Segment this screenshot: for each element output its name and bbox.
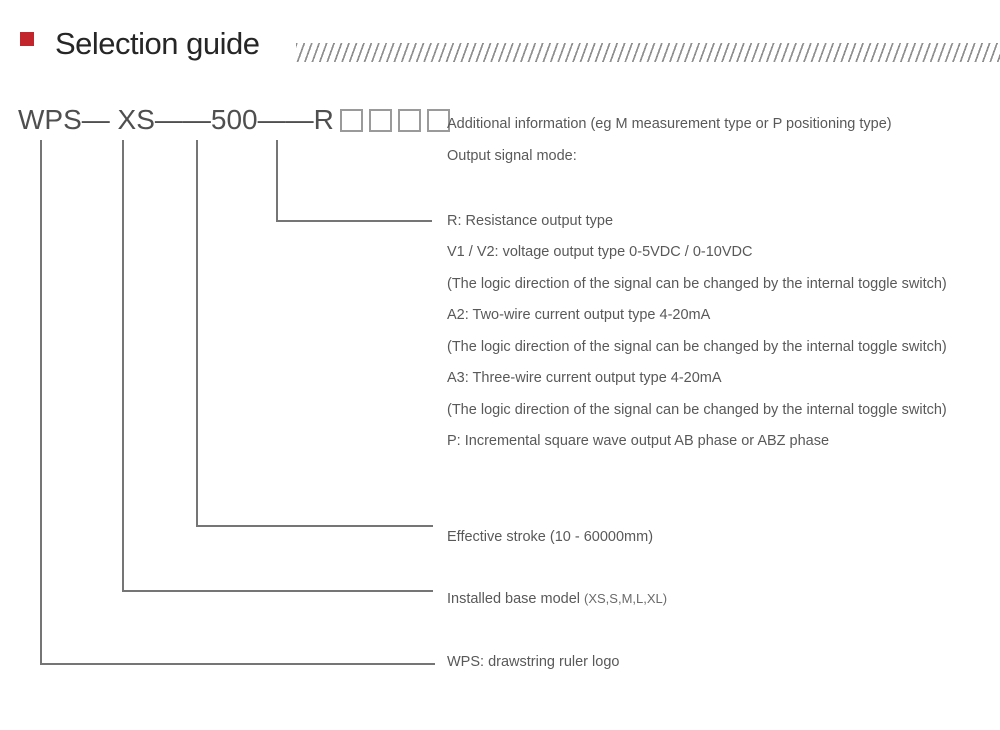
connector-base-model-horizontal (122, 590, 433, 592)
annotation-a2-note: (The logic direction of the signal can b… (447, 339, 947, 355)
annotation-r-mode: R: Resistance output type (447, 213, 614, 229)
annotation-a3-mode: A3: Three-wire current output type 4-20m… (447, 370, 722, 386)
connector-base-model-vertical (122, 140, 124, 592)
model-code-placeholder-square (397, 108, 421, 132)
hatch-slash-pattern (296, 43, 1000, 62)
connector-stroke-horizontal (196, 525, 433, 527)
connector-stroke-vertical (196, 140, 198, 527)
annotation-v-mode: V1 / V2: voltage output type 0-5VDC / 0-… (447, 244, 753, 260)
annotation-wps-logo: WPS: drawstring ruler logo (447, 654, 620, 670)
connector-output-vertical (276, 140, 278, 222)
annotation-additional-info: Additional information (eg M measurement… (447, 116, 892, 132)
connector-wps-vertical (40, 140, 42, 665)
annotation-output-signal-mode: Output signal mode: (447, 148, 577, 164)
annotation-v-note: (The logic direction of the signal can b… (447, 276, 947, 292)
annotation-p-mode: P: Incremental square wave output AB pha… (447, 433, 830, 449)
connector-output-horizontal (276, 220, 432, 222)
installed-base-model-options: (XS,S,M,L,XL) (584, 591, 668, 606)
installed-base-model-text: Installed base model (447, 591, 580, 607)
model-code-placeholder-square (426, 108, 450, 132)
annotation-installed-base-model: Installed base model (XS,S,M,L,XL) (447, 589, 667, 609)
annotation-a3-note: (The logic direction of the signal can b… (447, 402, 947, 418)
model-code-placeholder-square (368, 108, 392, 132)
model-code-text: WPS— XS——500——R (18, 104, 334, 135)
model-code: WPS— XS——500——R (18, 103, 450, 137)
model-code-placeholder-square (339, 108, 363, 132)
annotation-effective-stroke: Effective stroke (10 - 60000mm) (447, 529, 654, 545)
annotation-a2-mode: A2: Two-wire current output type 4-20mA (447, 307, 711, 323)
page-title: Selection guide (55, 26, 260, 61)
connector-wps-horizontal (40, 663, 435, 665)
red-square-bullet-icon (20, 32, 34, 46)
